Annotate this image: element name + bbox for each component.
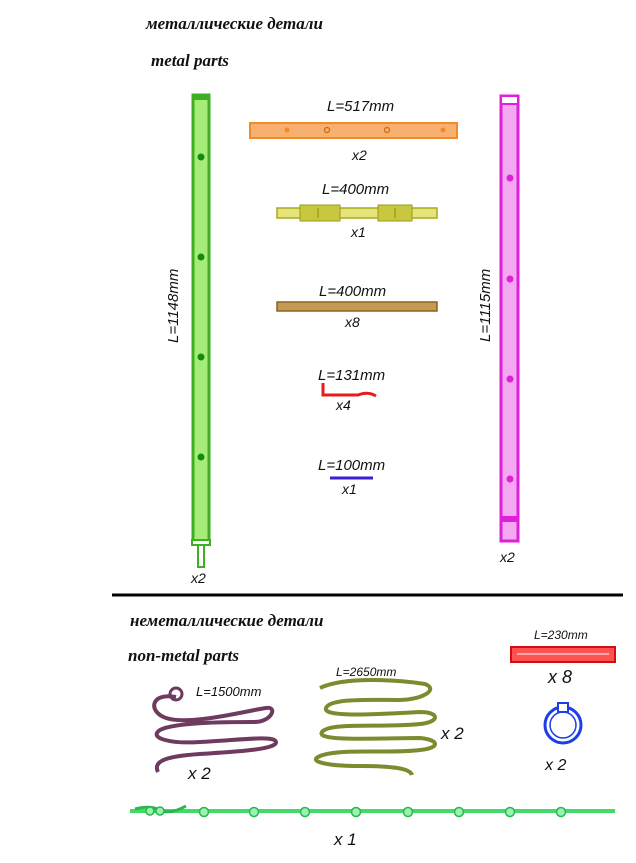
- brown-bar: [276, 301, 438, 312]
- red-hook-length: L=131mm: [318, 367, 385, 384]
- yellow-bar: [276, 204, 438, 222]
- red-hook-qty: x4: [335, 397, 351, 413]
- red-strip: [510, 646, 616, 663]
- yellow-bar-qty: x1: [350, 224, 366, 240]
- green-rod-qty: x 1: [333, 830, 357, 849]
- brown-bar-length: L=400mm: [319, 283, 386, 300]
- olive-rope-qty: x 2: [440, 724, 464, 743]
- brown-bar-qty: x8: [344, 314, 360, 330]
- olive-rope: [313, 678, 437, 777]
- green-bar: [191, 93, 211, 568]
- pink-bar-qty: x2: [499, 549, 515, 565]
- orange-bar-qty: x2: [351, 147, 367, 163]
- pink-bar-length: L=1115mm: [477, 269, 494, 342]
- orange-bar: [249, 122, 458, 139]
- red-strip-length: L=230mm: [534, 628, 588, 642]
- pink-bar: [499, 94, 520, 543]
- blue-rod-length: L=100mm: [318, 457, 385, 474]
- green-bar-qty: x2: [190, 570, 206, 586]
- olive-rope-length: L=2650mm: [336, 665, 396, 679]
- red-hook: [321, 383, 377, 398]
- green-bar-length: L=1148mm: [165, 269, 182, 343]
- nonmetal-title-en: non-metal parts: [128, 646, 239, 665]
- blue-ring-qty: x 2: [544, 757, 566, 774]
- metal-title-en: metal parts: [151, 51, 229, 70]
- orange-bar-length: L=517mm: [327, 98, 394, 115]
- green-rod: [130, 804, 615, 818]
- purple-rope-length: L=1500mm: [196, 684, 262, 699]
- purple-rope: [152, 694, 278, 773]
- red-strip-qty: x 8: [547, 667, 572, 687]
- blue-ring: [543, 702, 583, 745]
- blue-rod-qty: x1: [341, 481, 357, 497]
- purple-rope-qty: x 2: [187, 764, 211, 783]
- metal-title-ru: металлические детали: [145, 14, 323, 33]
- nonmetal-title-ru: неметаллические детали: [130, 611, 323, 630]
- yellow-bar-length: L=400mm: [322, 181, 389, 198]
